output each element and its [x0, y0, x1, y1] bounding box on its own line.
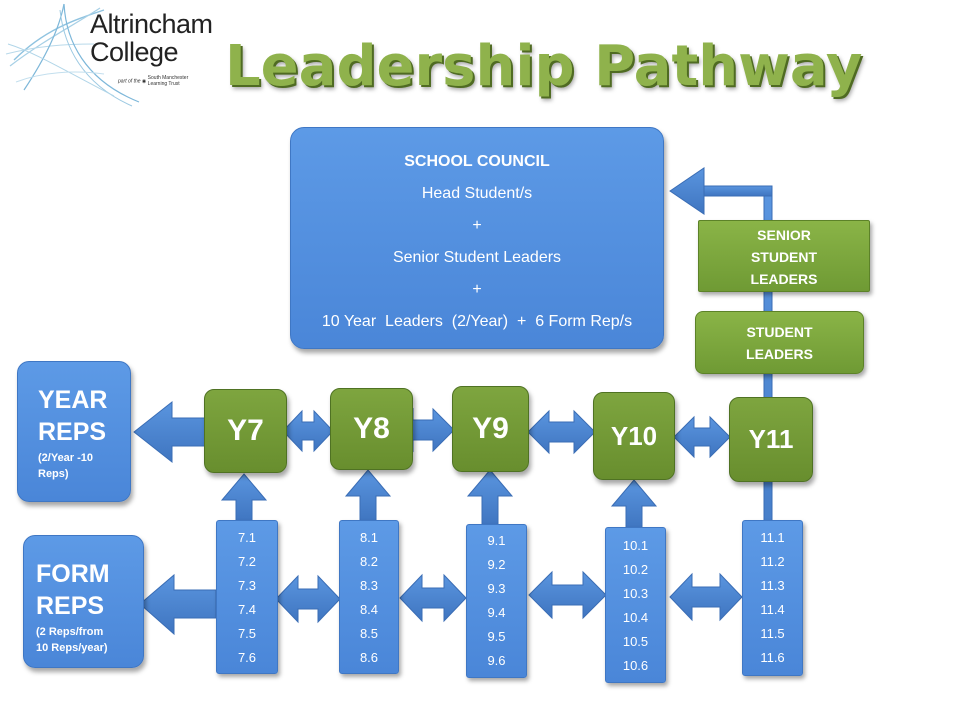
col10-col11-double-arrow-icon [669, 572, 743, 622]
form-item: 8.5 [359, 626, 379, 641]
year-9-box: Y9 [452, 386, 529, 472]
col9-col10-double-arrow-icon [528, 570, 607, 620]
form-item: 7.4 [237, 602, 257, 617]
year-10-forms-column: 10.1 10.2 10.3 10.4 10.5 10.6 [605, 527, 666, 683]
form-item: 9.2 [487, 557, 506, 572]
year-reps-title-2: REPS [38, 418, 107, 446]
form-reps-arrow-icon [139, 573, 217, 636]
form-item: 9.6 [487, 653, 506, 668]
year-11-box: Y11 [729, 397, 813, 482]
form-item: 7.2 [237, 554, 257, 569]
form-reps-note-2: 10 Reps/year) [36, 642, 108, 654]
year-8-box: Y8 [330, 388, 413, 470]
form-item: 10.1 [622, 538, 649, 553]
year-9-forms-column: 9.1 9.2 9.3 9.4 9.5 9.6 [466, 524, 527, 678]
y7-y8-double-arrow-icon [282, 409, 334, 453]
student-leaders-box: STUDENT LEADERS [695, 311, 864, 374]
year-reps-arrow-icon [133, 400, 207, 464]
form-item: 11.2 [760, 554, 785, 569]
year-11-forms-column: 11.1 11.2 11.3 11.4 11.5 11.6 [742, 520, 803, 676]
form-reps-title-1: FORM [36, 560, 110, 588]
trust-seal-icon: ◉ [141, 78, 147, 85]
year-reps-title-1: YEAR [38, 386, 108, 414]
logo-tagline: part of the ◉ South Manchester Learning … [118, 75, 192, 87]
council-senior-leaders: Senior Student Leaders [392, 249, 562, 266]
form-reps-box: FORM REPS (2 Reps/from 10 Reps/year) [23, 535, 144, 668]
year-reps-note-1: (2/Year -10 [38, 452, 94, 464]
col7-col8-double-arrow-icon [275, 574, 341, 624]
col10-up-arrow-icon [610, 479, 658, 530]
student-line-1: STUDENT [746, 324, 813, 340]
form-item: 8.4 [359, 602, 379, 617]
col7-up-arrow-icon [220, 473, 268, 523]
form-item: 11.4 [760, 602, 785, 617]
form-item: 10.6 [622, 658, 649, 673]
senior-student-leaders-box: SENIOR STUDENT LEADERS [698, 220, 870, 292]
college-logo-swoosh [5, 3, 140, 107]
senior-line-1: SENIOR [757, 227, 811, 243]
page-title: Leadership Pathway [225, 34, 863, 99]
form-item: 9.3 [487, 581, 506, 596]
logo-name-line1: Altrincham [90, 9, 213, 39]
form-item: 10.3 [622, 586, 649, 601]
form-reps-note-1: (2 Reps/from [36, 626, 104, 638]
form-item: 10.2 [622, 562, 649, 577]
col8-up-arrow-icon [344, 469, 392, 523]
form-item: 11.6 [760, 650, 785, 665]
form-item: 11.1 [760, 530, 785, 545]
council-head-student: Head Student/s [421, 185, 533, 202]
form-item: 7.1 [237, 530, 257, 545]
council-heading: SCHOOL COUNCIL [404, 153, 550, 170]
council-year-leaders: 10 Year Leaders (2/Year) + 6 Form Rep/s [321, 313, 633, 330]
form-reps-title-2: REPS [36, 592, 105, 620]
form-item: 9.4 [487, 605, 506, 620]
form-item: 7.5 [237, 626, 257, 641]
senior-line-3: LEADERS [750, 271, 818, 287]
school-council-box: SCHOOL COUNCIL Head Student/s + Senior S… [290, 127, 664, 349]
form-item: 7.6 [237, 650, 257, 665]
year-reps-box: YEAR REPS (2/Year -10 Reps) [17, 361, 131, 502]
logo-tag-prefix: part of the [118, 78, 141, 85]
form-item: 8.2 [359, 554, 379, 569]
form-item: 8.3 [359, 578, 379, 593]
form-item: 8.1 [359, 530, 379, 545]
council-plus-2: + [472, 281, 482, 298]
form-item: 9.1 [487, 533, 506, 548]
form-item: 9.5 [487, 629, 506, 644]
logo-tag-name: South Manchester Learning Trust [147, 75, 189, 87]
form-item: 8.6 [359, 650, 379, 665]
form-item: 11.3 [760, 578, 785, 593]
senior-line-2: STUDENT [750, 249, 818, 265]
logo-name-line2: College [90, 37, 179, 67]
pathway-horizontal-line [687, 185, 773, 197]
pathway-arrowhead-left-icon [669, 167, 705, 215]
form-item: 11.5 [760, 626, 785, 641]
col8-col9-double-arrow-icon [399, 573, 467, 623]
y10-y11-double-arrow-icon [673, 415, 731, 459]
year-8-forms-column: 8.1 8.2 8.3 8.4 8.5 8.6 [339, 520, 399, 674]
form-item: 10.5 [622, 634, 649, 649]
col9-up-arrow-icon [466, 469, 514, 527]
council-plus-1: + [472, 217, 482, 234]
year-10-box: Y10 [593, 392, 675, 480]
year-7-box: Y7 [204, 389, 287, 473]
year-7-forms-column: 7.1 7.2 7.3 7.4 7.5 7.6 [216, 520, 278, 674]
form-item: 10.4 [622, 610, 649, 625]
student-line-2: LEADERS [746, 346, 813, 362]
form-item: 7.3 [237, 578, 257, 593]
year-reps-note-2: Reps) [38, 468, 69, 480]
y9-y10-double-arrow-icon [527, 409, 596, 455]
